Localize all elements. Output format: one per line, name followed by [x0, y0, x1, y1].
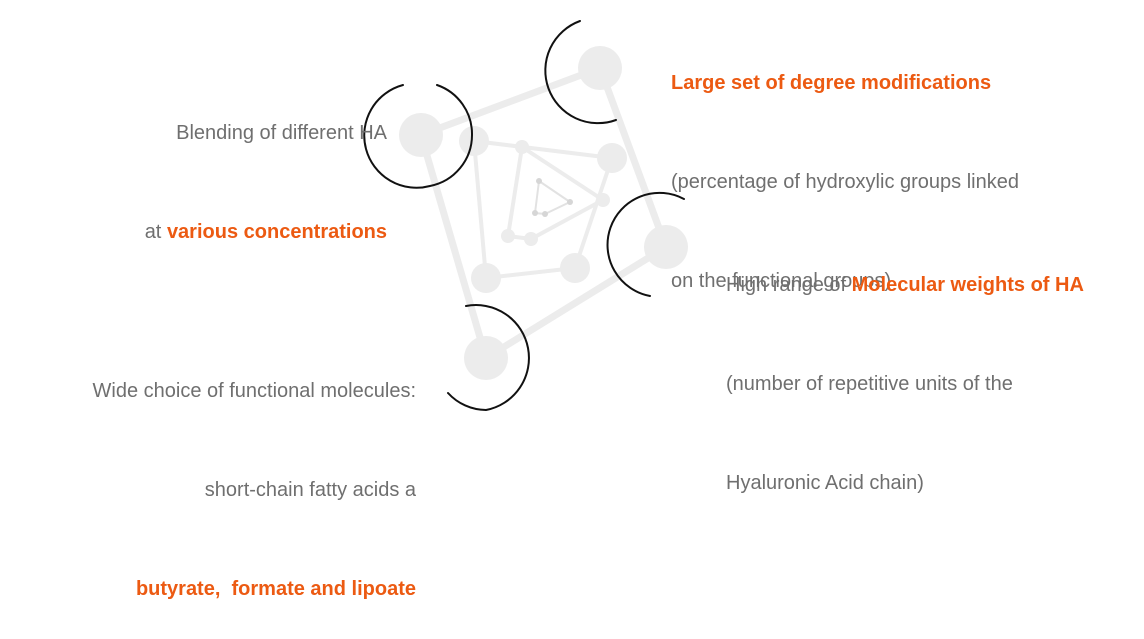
callout-functional-line1: Wide choice of functional molecules: — [92, 380, 417, 402]
node-top — [578, 46, 622, 90]
callout-arcs — [363, 20, 685, 412]
molecular-network-diagram — [363, 20, 688, 412]
callout-blending-line1: Blending of different HA — [176, 122, 387, 144]
callout-degree-modifications: Large set of degree modifications (perce… — [671, 1, 1019, 331]
callout-degree-title: Large set of degree modifications — [671, 72, 992, 94]
callout-blending-prefix: at — [144, 221, 167, 243]
callout-blending: Blending of different HA at various conc… — [145, 51, 387, 282]
arc-top — [544, 20, 617, 125]
callout-functional-molecules: Wide choice of functional molecules: sho… — [93, 309, 417, 639]
outer-network-lines — [417, 64, 670, 362]
arc-left — [363, 84, 474, 189]
node-bottom — [464, 336, 508, 380]
callout-weights-highlight: Molecular weights of HA — [851, 274, 1084, 296]
callout-functional-line2: short-chain fatty acids a — [204, 479, 416, 501]
inner-network-lines — [534, 180, 571, 215]
callout-weights-prefix: High range of — [726, 274, 852, 296]
node-left — [399, 113, 443, 157]
callout-degree-line2: (percentage of hydroxylic groups linked — [671, 171, 1019, 193]
callout-molecular-weights: High range of Molecular weights of HA (n… — [726, 203, 1084, 533]
network-nodes — [399, 46, 688, 380]
node-right — [644, 225, 688, 269]
callout-degree-line3: on the functional groups) — [671, 270, 892, 292]
middle-network-lines — [472, 139, 614, 280]
callout-weights-line3: Hyaluronic Acid chain) — [726, 472, 924, 494]
arc-right — [606, 191, 685, 297]
callout-blending-highlight: various concentrations — [166, 221, 387, 243]
arc-bottom — [447, 304, 530, 412]
callout-functional-highlight: butyrate, formate and lipoate — [135, 578, 416, 600]
callout-weights-line2: (number of repetitive units of the — [726, 373, 1013, 395]
